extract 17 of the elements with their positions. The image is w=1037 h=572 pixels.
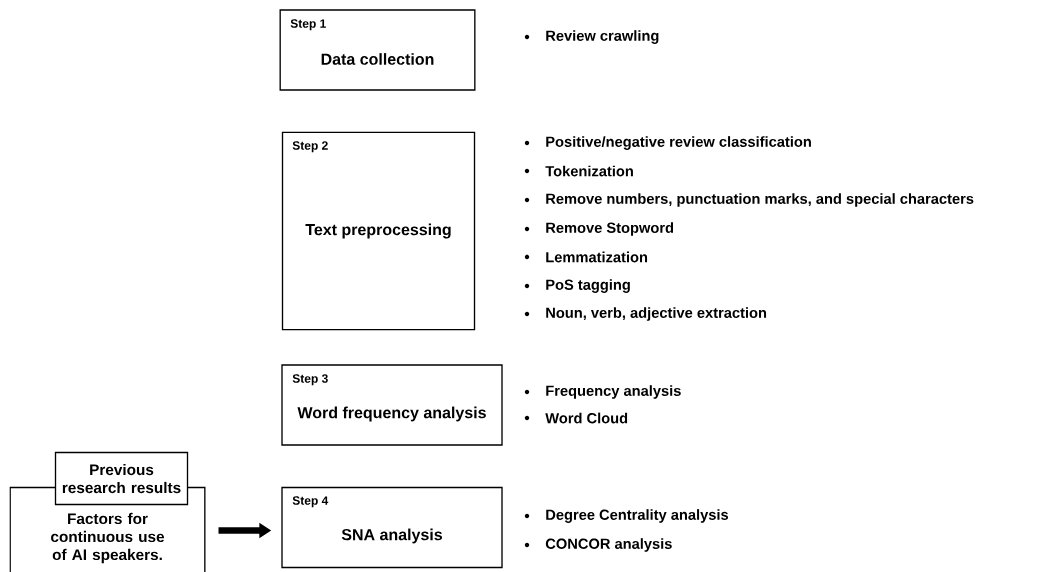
bullet-item: Review crawling — [546, 30, 659, 44]
step-box: Step 1 Data collection — [279, 9, 476, 91]
step-box: Step 2 Text preprocessing — [281, 131, 476, 331]
bullet-item: Positive/negative review classification — [546, 136, 811, 150]
bullet-item: Remove numbers, punctuation marks, and special characters — [546, 193, 974, 207]
bullet-item: Remove Stopword — [546, 222, 674, 236]
bullet-item: Lemmatization — [546, 251, 648, 263]
bullet-item: Word Cloud — [545, 412, 628, 424]
bullet-item: Noun, verb, adjective extraction — [546, 307, 767, 321]
bullet-item: PoS tagging — [546, 279, 630, 293]
bullet-item: Tokenization — [545, 165, 633, 177]
bullet-item: Frequency analysis — [546, 385, 681, 399]
step-box: Step 3 Word frequency analysis — [281, 364, 503, 446]
bullet-item: CONCOR analysis — [545, 538, 672, 552]
text-box: Previous research results — [54, 451, 189, 506]
bullet-item: Degree Centrality analysis — [546, 509, 729, 523]
step-box: Step 4 SNA analysis — [281, 486, 503, 569]
